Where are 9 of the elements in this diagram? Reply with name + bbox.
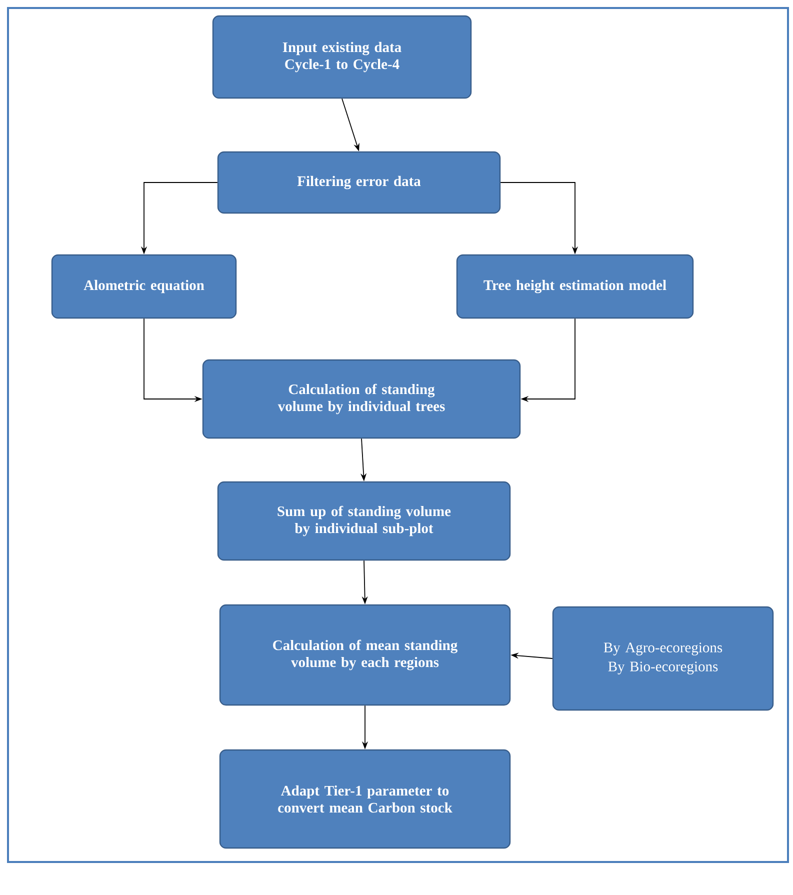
process-box: Calculation of standing volume by individual trees	[202, 359, 521, 439]
process-box: Tree height estimation model	[456, 254, 694, 319]
process-box: By Agro-ecoregions By Bio-ecoregions	[552, 606, 774, 711]
process-box: Filtering error data	[217, 151, 501, 214]
process-box: Alometric equation	[51, 254, 237, 319]
process-box: Input existing data Cycle-1 to Cycle-4	[212, 15, 472, 99]
process-box: Sum up of standing volume by individual sub-plot	[217, 481, 511, 561]
process-box: Adapt Tier-1 parameter to convert mean Carbon stock	[219, 749, 511, 849]
process-box: Calculation of mean standing volume by each regions	[219, 604, 511, 706]
